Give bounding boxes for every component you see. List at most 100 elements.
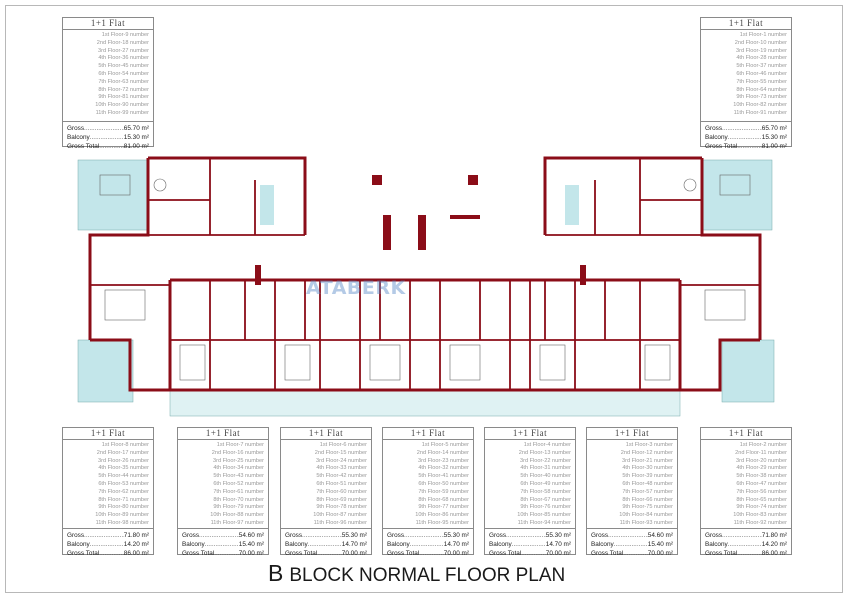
floor-line: 3rd Floor-20 number: [736, 457, 787, 464]
floor-line: 6th Floor-47 number: [736, 480, 787, 487]
card-header: 1+1 Flat: [485, 428, 575, 440]
floor-line: 5th Floor-37 number: [736, 63, 787, 70]
gross-row: Gross55.30 m²: [387, 531, 469, 540]
gross-total-row: Gross Total86.00 m²: [67, 549, 149, 558]
card-header: 1+1 Flat: [701, 428, 791, 440]
gross-row: Gross71.80 m²: [67, 531, 149, 540]
exterior-walls: [88, 156, 762, 392]
gross-row: Gross65.70 m²: [705, 124, 787, 133]
floor-line: 5th Floor-39 number: [622, 473, 673, 480]
floor-line: 11th Floor-99 number: [95, 109, 149, 116]
floor-line: 4th Floor-35 number: [98, 465, 149, 472]
card-header: 1+1 Flat: [701, 18, 791, 30]
flat-card-bottom-5: 1+1 Flat 1st Floor-4 number 2nd Floor-13…: [484, 427, 576, 557]
interior-walls: [90, 158, 760, 390]
floor-line: 9th Floor-74 number: [736, 504, 787, 511]
floor-line: 1st Floor-7 number: [216, 442, 264, 448]
floor-line: 9th Floor-73 number: [736, 94, 787, 101]
floor-line: 2nd Floor-14 number: [416, 449, 469, 456]
floor-line: 3rd Floor-22 number: [520, 457, 571, 464]
floor-line: 2nd Floor-11 number: [735, 449, 787, 456]
flat-card-bottom-2: 1+1 Flat 1st Floor-7 number 2nd Floor-16…: [177, 427, 269, 557]
floor-line: 8th Floor-64 number: [736, 86, 787, 93]
floor-line: 10th Floor-89 number: [95, 512, 149, 519]
floor-line: 11th Floor-94 number: [517, 519, 571, 526]
floor-line: 2nd Floor-10 number: [734, 39, 787, 46]
flat-card-bottom-6: 1+1 Flat 1st Floor-3 number 2nd Floor-12…: [586, 427, 678, 558]
floor-line: 8th Floor-67 number: [520, 496, 571, 503]
floor-line: 11th Floor-96 number: [313, 519, 367, 526]
floor-line: 11th Floor-93 number: [619, 519, 673, 526]
floor-line: 2nd Floor-18 number: [96, 39, 149, 46]
floor-line: 9th Floor-80 number: [98, 504, 149, 511]
floor-line: 1st Floor-2 number: [739, 442, 787, 448]
card-header: 1+1 Flat: [281, 428, 371, 440]
floor-line: 11th Floor-92 number: [733, 519, 787, 526]
balcony-row: Balcony15.30 m²: [67, 133, 149, 142]
card-header: 1+1 Flat: [63, 428, 153, 440]
floor-line: 1st Floor-8 number: [101, 442, 149, 448]
balcony-row: Balcony15.40 m²: [182, 540, 264, 549]
gross-row: Gross54.60 m²: [182, 531, 264, 540]
floor-line: 6th Floor-49 number: [520, 480, 571, 487]
balcony-row: Balcony14.20 m²: [67, 540, 149, 549]
gross-row: Gross54.60 m²: [591, 531, 673, 540]
floor-line: 7th Floor-59 number: [418, 488, 469, 495]
gross-row: Gross55.30 m²: [285, 531, 367, 540]
flat-card-bottom-3: 1+1 Flat 1st Floor-6 number 2nd Floor-15…: [280, 427, 372, 557]
block-letter: B: [268, 560, 284, 586]
floor-line: 4th Floor-31 number: [520, 465, 571, 472]
gross-total-row: Gross Total70.00 m²: [387, 549, 469, 558]
floor-line: 10th Floor-88 number: [210, 512, 264, 519]
floor-line: 3rd Floor-19 number: [736, 47, 787, 54]
floor-line: 7th Floor-55 number: [736, 78, 787, 85]
drawing-sheet-border: [5, 5, 843, 593]
floor-line: 7th Floor-63 number: [98, 78, 149, 85]
gross-total-row: Gross Total86.00 m²: [705, 549, 787, 558]
floor-line: 5th Floor-41 number: [418, 473, 469, 480]
title-text: BLOCK NORMAL FLOOR PLAN: [289, 565, 566, 586]
floor-line: 8th Floor-72 number: [98, 86, 149, 93]
floor-line: 4th Floor-36 number: [98, 55, 149, 62]
floor-line: 8th Floor-66 number: [622, 496, 673, 503]
flat-card-bottom-4: 1+1 Flat 1st Floor-5 number 2nd Floor-14…: [382, 427, 474, 558]
card-header: 1+1 Flat: [178, 428, 268, 440]
floor-line: 8th Floor-70 number: [213, 496, 264, 503]
floor-line: 2nd Floor-17 number: [96, 449, 149, 456]
floor-line: 6th Floor-50 number: [418, 480, 469, 487]
gross-total-row: Gross Total70.00 m²: [591, 549, 673, 558]
floor-line: 9th Floor-81 number: [98, 94, 149, 101]
watermark-logo: ATABERK: [306, 277, 406, 299]
floor-line: 9th Floor-75 number: [622, 504, 673, 511]
flat-card-bottom-7: 1+1 Flat 1st Floor-2 number 2nd Floor-11…: [700, 427, 792, 558]
floor-line: 9th Floor-79 number: [213, 504, 264, 511]
floor-line: 9th Floor-77 number: [418, 504, 469, 511]
floor-line: 4th Floor-33 number: [316, 465, 367, 472]
floor-line: 2nd Floor-12 number: [620, 449, 673, 456]
floor-line: 4th Floor-28 number: [736, 55, 787, 62]
floor-line: 6th Floor-51 number: [316, 480, 367, 487]
floor-line: 5th Floor-40 number: [520, 473, 571, 480]
balcony-row: Balcony15.30 m²: [705, 133, 787, 142]
balcony-row: Balcony14.70 m²: [285, 540, 367, 549]
floor-line: 7th Floor-61 number: [213, 488, 264, 495]
floor-line: 4th Floor-29 number: [736, 465, 787, 472]
floor-line: 11th Floor-98 number: [95, 519, 149, 526]
floor-line: 9th Floor-78 number: [316, 504, 367, 511]
gross-row: Gross65.70 m²: [67, 124, 149, 133]
floor-line: 1st Floor-9 number: [101, 32, 149, 38]
floor-line: 11th Floor-95 number: [415, 519, 469, 526]
floor-line: 8th Floor-68 number: [418, 496, 469, 503]
floor-line: 7th Floor-57 number: [622, 488, 673, 495]
floor-line: 7th Floor-56 number: [736, 488, 787, 495]
floor-line: 1st Floor-6 number: [319, 442, 367, 448]
balcony-row: Balcony14.20 m²: [705, 540, 787, 549]
gross-total-row: Gross Total81.00 m²: [67, 142, 149, 151]
floor-plan-drawing: [77, 156, 775, 417]
floor-line: 7th Floor-62 number: [98, 488, 149, 495]
floor-line: 6th Floor-48 number: [622, 480, 673, 487]
floor-line: 11th Floor-91 number: [733, 109, 787, 116]
floor-line: 5th Floor-45 number: [98, 63, 149, 70]
floor-line: 6th Floor-53 number: [98, 480, 149, 487]
floor-line: 10th Floor-87 number: [313, 512, 367, 519]
